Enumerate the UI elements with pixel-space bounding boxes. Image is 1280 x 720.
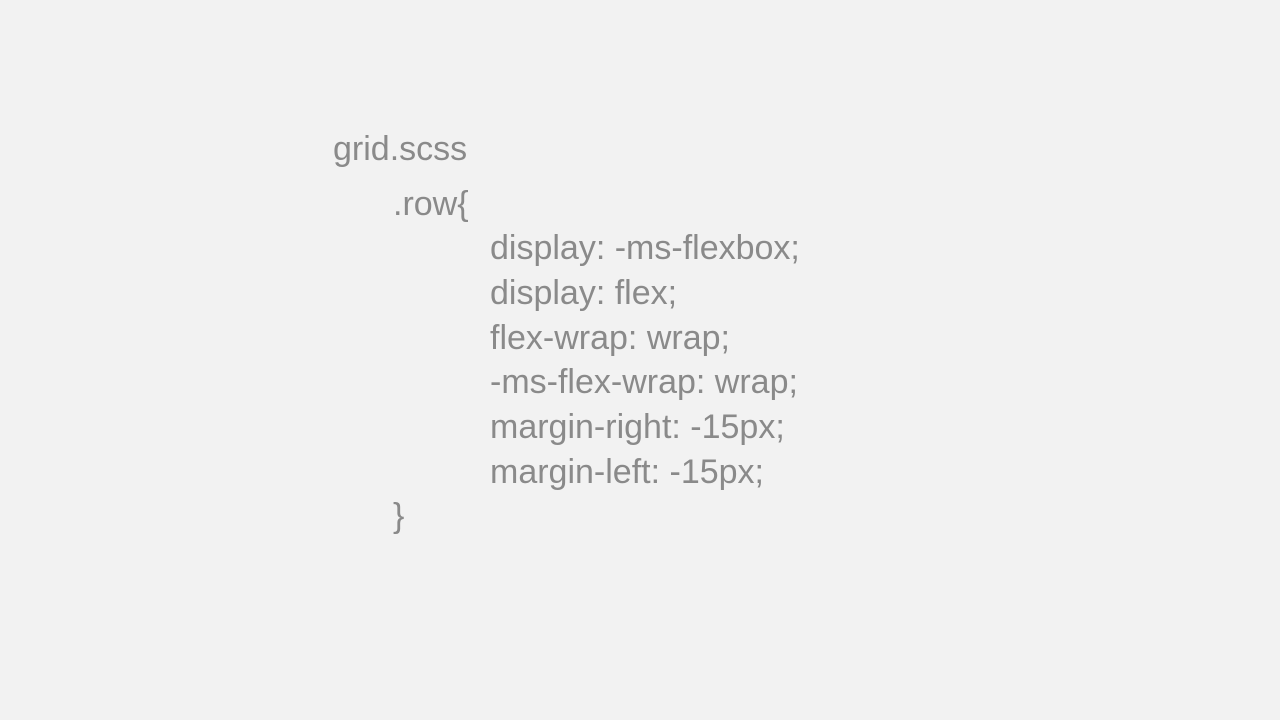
declaration-line: display: -ms-flexbox; [490, 229, 800, 267]
declaration-line: -ms-flex-wrap: wrap; [490, 363, 798, 402]
declaration-line: margin-right: -15px; [490, 408, 785, 447]
declaration-line: margin-left: -15px; [490, 452, 764, 491]
declaration-line: display: flex; [490, 273, 678, 312]
selector-close: } [393, 497, 405, 535]
declaration-line: flex-wrap: wrap; [490, 318, 730, 357]
declaration-list: display: -ms-flexbox; display: flex; fle… [490, 226, 800, 495]
selector-open: .row{ [393, 185, 469, 223]
code-filename: grid.scss [333, 130, 468, 168]
